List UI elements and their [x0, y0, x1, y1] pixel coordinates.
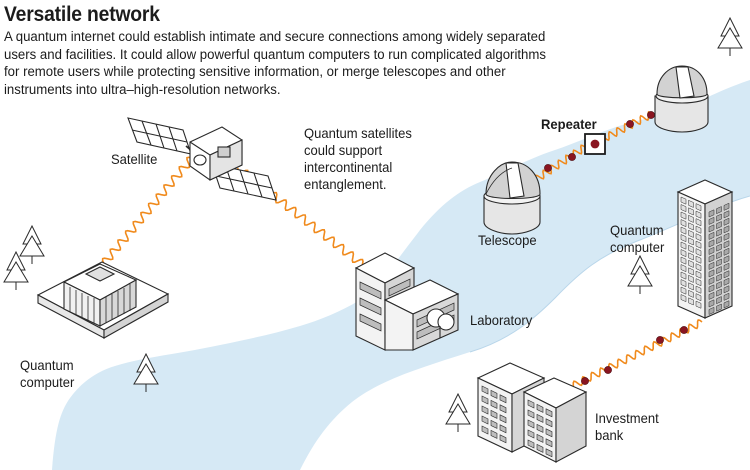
label-line: Quantum: [20, 357, 74, 373]
quantum-computer-tower: [676, 179, 734, 319]
repeater-node: [647, 111, 655, 119]
river-branch: [170, 345, 320, 470]
laboratory: [354, 252, 460, 351]
solar-panel-left: [127, 117, 192, 155]
label-quantum-computer-right: Quantum computer: [610, 222, 664, 256]
repeater-node: [656, 336, 664, 344]
repeater-node: [568, 153, 576, 161]
label-satellite: Satellite: [111, 151, 158, 167]
repeater-box: [584, 133, 606, 155]
repeater-nodes: [544, 111, 688, 385]
page-title: Versatile network: [4, 3, 160, 26]
repeater-node: [544, 164, 552, 172]
telescope-observatory: [483, 161, 541, 235]
investment-bank: [476, 362, 588, 463]
label-telescope: Telescope: [478, 232, 537, 248]
label-satellite-note-line: Quantum satellites: [304, 125, 412, 141]
satellite-body: [189, 126, 243, 181]
telescope-repeater-link: [531, 144, 586, 185]
label-line: computer: [20, 374, 75, 390]
label-repeater: Repeater: [541, 116, 597, 132]
label-laboratory: Laboratory: [470, 312, 533, 328]
tree: [717, 16, 743, 56]
satellite: [127, 117, 277, 201]
trees: [3, 16, 743, 432]
label-line: Investment: [595, 410, 659, 426]
label-satellite-note-line: entanglement.: [304, 176, 387, 192]
observatory-top: [654, 65, 709, 133]
tree: [19, 224, 45, 264]
repeater-node: [680, 326, 688, 334]
label-satellite-note: Quantum satellites could support interco…: [304, 125, 412, 193]
label-satellite-note-line: intercontinental: [304, 159, 393, 175]
label-quantum-computer-left: Quantum computer: [20, 357, 74, 391]
computer-bank-link: [559, 319, 703, 395]
label-investment-bank: Investment bank: [595, 410, 659, 444]
tree: [445, 392, 471, 432]
page-description: A quantum internet could establish intim…: [4, 29, 546, 98]
label-line: Quantum: [610, 222, 664, 238]
quantum-computer-left: [36, 261, 170, 339]
label-satellite-note-line: could support: [304, 142, 383, 158]
satellite-link-left: [99, 156, 193, 270]
tree: [133, 352, 159, 392]
repeater-node: [626, 120, 634, 128]
repeater-node: [581, 377, 589, 385]
repeater-node: [604, 366, 612, 374]
tree: [3, 250, 29, 290]
label-line: computer: [610, 239, 665, 255]
tree: [627, 254, 653, 294]
label-line: bank: [595, 427, 624, 443]
